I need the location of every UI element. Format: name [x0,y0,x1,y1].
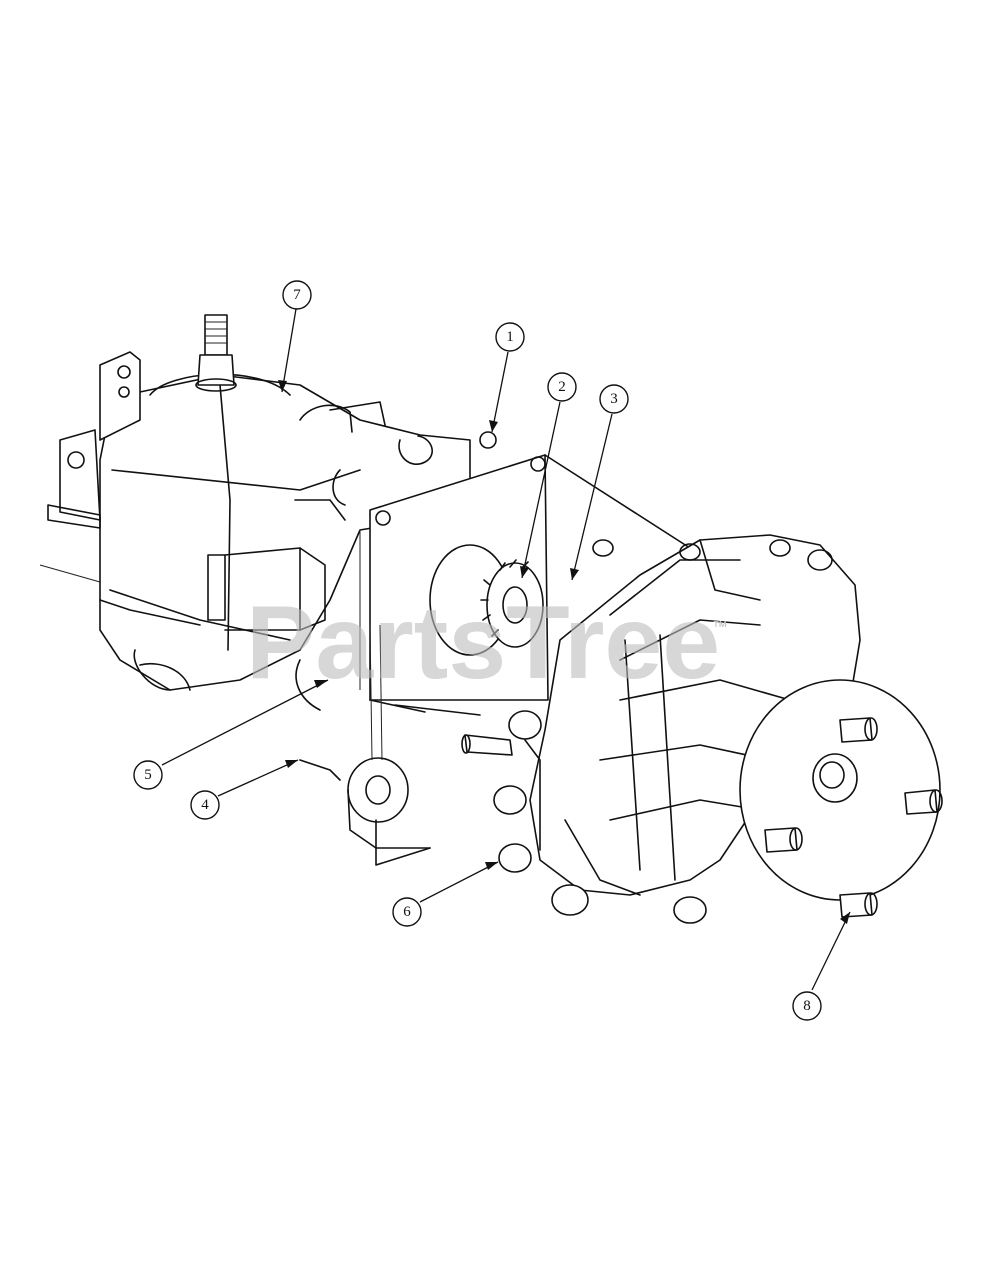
callout-3[interactable]: 3 [599,384,629,414]
leader-7 [281,308,297,393]
leader-4 [217,759,299,797]
leader-8 [811,911,851,991]
leader-6 [419,861,499,903]
callout-label-6: 6 [403,904,411,920]
callout-label-5: 5 [144,767,152,783]
leader-arrow-1 [489,420,498,432]
leader-3 [571,413,613,581]
callout-7[interactable]: 7 [282,280,312,310]
leader-2 [521,401,561,579]
leader-arrow-8 [840,912,850,924]
callout-label-8: 8 [803,998,811,1014]
leader-arrow-2 [520,566,529,578]
callout-label-2: 2 [558,379,566,395]
leader-1 [491,351,509,433]
callout-4[interactable]: 4 [190,790,220,820]
callout-label-1: 1 [506,329,514,345]
callout-8[interactable]: 8 [792,991,822,1021]
callout-6[interactable]: 6 [392,897,422,927]
callout-label-7: 7 [293,287,301,303]
leader-arrow-4 [285,760,298,768]
leader-arrow-6 [485,862,498,870]
leader-arrow-5 [314,680,328,688]
callout-5[interactable]: 5 [133,760,163,790]
callout-leaders [161,308,851,991]
callout-label-3: 3 [610,391,618,407]
callout-2[interactable]: 2 [547,372,577,402]
leader-5 [161,679,329,766]
callout-label-4: 4 [201,797,209,813]
watermark-trademark: ™ [712,619,728,636]
callout-1[interactable]: 1 [495,322,525,352]
leader-arrow-3 [570,568,579,580]
lever-linkage [295,624,431,866]
gear [429,539,614,656]
drive-hub-assembly [461,534,943,924]
leader-arrow-7 [278,380,287,392]
transmission-housing [39,314,471,691]
